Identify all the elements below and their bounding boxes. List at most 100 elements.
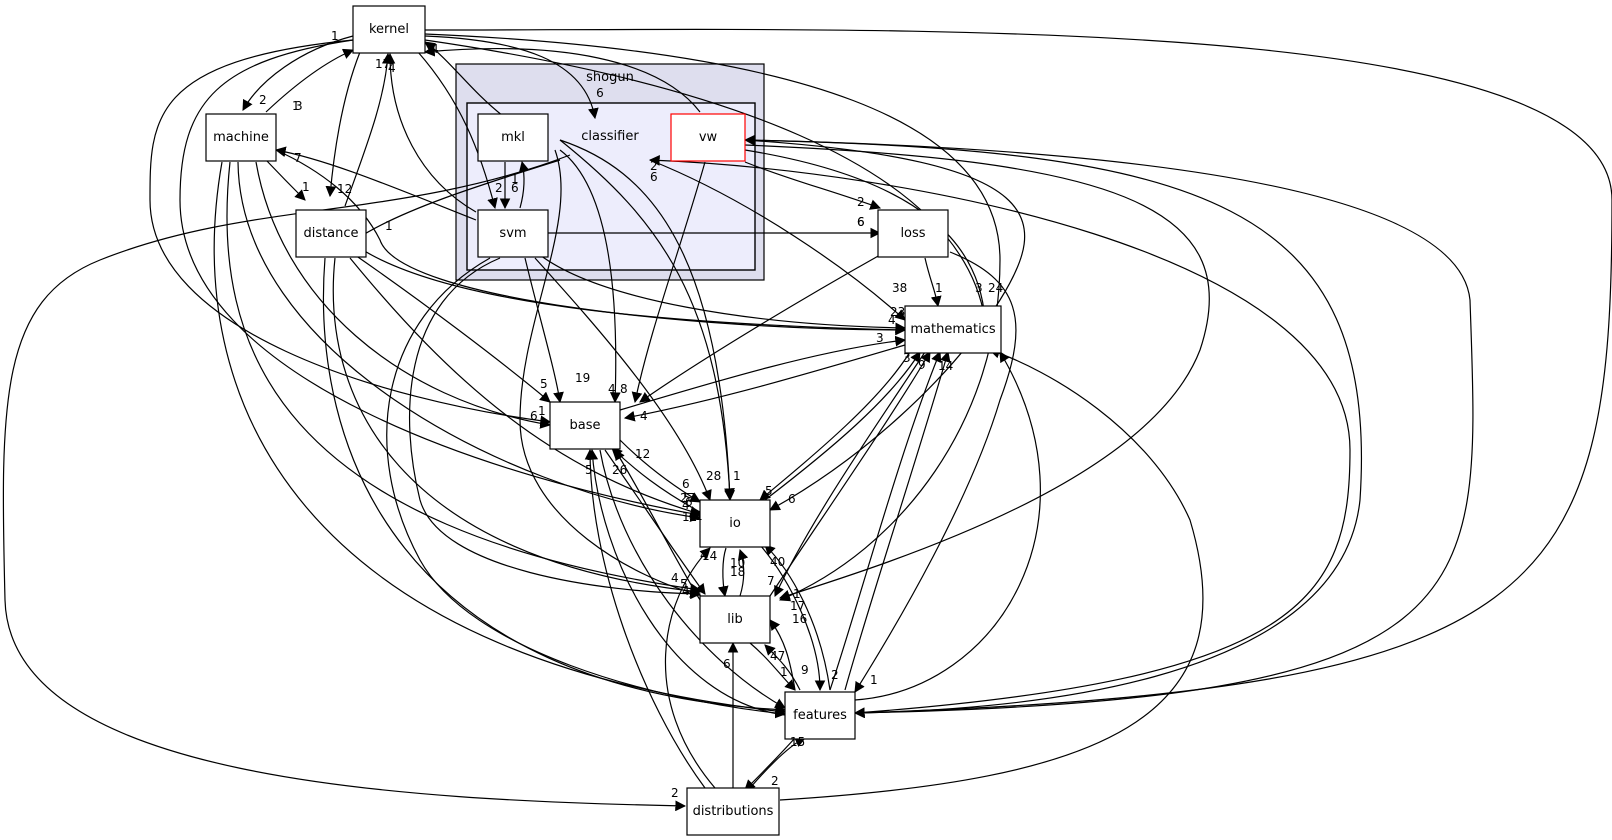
edge-label: 3 (876, 331, 884, 345)
edge-label: 4 (431, 42, 439, 56)
edge (631, 161, 706, 404)
edge-label: 1 (733, 469, 741, 483)
node-svm-label: svm (499, 226, 526, 241)
edge (384, 52, 477, 213)
edge (664, 547, 716, 789)
edge-label: 6 (650, 170, 658, 184)
edge-label: 1 (793, 587, 801, 601)
edge (764, 644, 801, 691)
edge-label: 4 (682, 584, 690, 598)
edge-label: 4 (682, 498, 690, 512)
node-distributions[interactable]: distributions (686, 787, 780, 836)
node-svm[interactable]: svm (477, 209, 549, 258)
edge-label: 1 (331, 29, 339, 43)
edge-label: 2 (650, 159, 658, 173)
node-mathematics-label: mathematics (910, 322, 995, 337)
edge-label: 7 (294, 151, 302, 165)
edge-label: 3 (975, 281, 983, 295)
edge-label: 9 (918, 358, 926, 372)
edge (764, 351, 921, 501)
edge-label: 5 (585, 463, 593, 477)
edge (539, 254, 907, 334)
edge (759, 544, 826, 692)
edge-label: 10 (730, 556, 745, 570)
edge-label: 27 (680, 491, 695, 505)
edge-label: 4 (608, 382, 616, 396)
edges (2, 28, 1612, 812)
edge-label: 6 (511, 181, 519, 195)
edge-label: 18 (730, 565, 745, 579)
edge (744, 144, 1210, 601)
edge-label: 1 (538, 404, 546, 418)
node-machine[interactable]: machine (205, 113, 277, 162)
edge (619, 335, 907, 411)
edge-label: 24 (988, 281, 1003, 295)
edge (717, 547, 729, 598)
edge-label: 14 (938, 359, 953, 373)
edge (769, 619, 796, 691)
edge-label: 23 (890, 305, 905, 319)
node-machine-label: machine (213, 130, 269, 145)
node-kernel[interactable]: kernel (352, 5, 426, 54)
edge (354, 244, 907, 336)
edge-label: 4 (700, 548, 708, 562)
edge (274, 146, 477, 221)
node-loss[interactable]: loss (877, 209, 949, 258)
edge (779, 347, 1204, 801)
edge (275, 149, 907, 336)
edge-label: 26 (612, 463, 627, 477)
edge (619, 439, 701, 503)
node-kernel-label: kernel (369, 22, 409, 37)
edge (332, 257, 702, 597)
edge-label: 3 (903, 351, 911, 365)
node-mathematics[interactable]: mathematics (904, 305, 1002, 354)
node-vw-label: vw (699, 130, 718, 145)
edge-label: 4 (888, 313, 896, 327)
edge (744, 139, 1026, 511)
node-io[interactable]: io (699, 499, 771, 548)
edge (354, 254, 551, 403)
node-io-label: io (729, 516, 741, 531)
edge-label: 1 (385, 219, 393, 233)
node-distance[interactable]: distance (295, 209, 367, 258)
edge-label: 4 (671, 571, 679, 585)
node-base-label: base (570, 418, 601, 433)
node-mkl[interactable]: mkl (477, 113, 549, 162)
edge-label: 2 (495, 181, 503, 195)
node-base[interactable]: base (549, 401, 621, 450)
edge (649, 159, 906, 321)
edge (737, 548, 749, 597)
edge-label: 4 (388, 61, 396, 75)
edge (255, 161, 552, 429)
edge-label: 14 (702, 549, 717, 563)
node-mkl-label: mkl (501, 130, 525, 145)
edge (424, 28, 1612, 719)
edge-label: 16 (792, 612, 807, 626)
edge (648, 154, 1351, 714)
cluster-shogun-count: 6 (596, 86, 604, 100)
node-lib-label: lib (727, 612, 742, 627)
edge-label: 1 (780, 665, 788, 679)
edge (265, 48, 354, 113)
edge (344, 52, 393, 207)
edge-label: 28 (706, 469, 721, 483)
edge-label: 2 (831, 668, 839, 682)
edge (614, 449, 701, 601)
cluster-classifier-label: classifier (581, 129, 639, 144)
node-vw[interactable]: vw (670, 113, 746, 162)
edge (749, 642, 796, 691)
edge-label: 40 (770, 555, 785, 569)
edge (179, 39, 702, 519)
edge (409, 257, 702, 600)
node-lib[interactable]: lib (699, 595, 771, 644)
edge-label: 5 (540, 377, 548, 391)
edge (924, 257, 942, 308)
edge-label: 2 (771, 774, 779, 788)
cluster-shogun-label: shogun (586, 70, 634, 85)
node-features[interactable]: features (784, 691, 856, 740)
edge-label: 5 (683, 491, 691, 505)
node-distance-label: distance (303, 226, 358, 241)
edge-label: 8 (620, 382, 628, 396)
